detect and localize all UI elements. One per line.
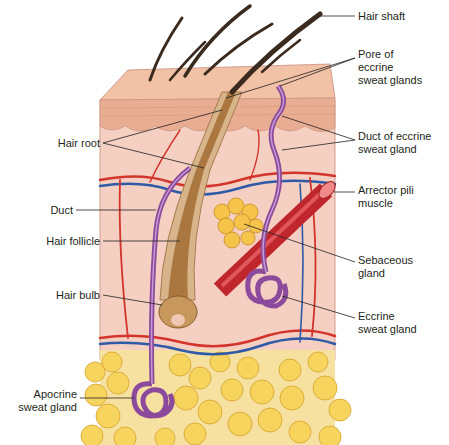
part-label: Arrector pili muscle [358,184,428,210]
part-label: Hair follicle [46,235,100,248]
part-label: Eccrine sweat gland [358,310,424,336]
part-label: Hair bulb [56,289,100,302]
part-label: Hair root [58,137,100,150]
part-label: Duct [50,204,73,217]
part-label: Pore of eccrine sweat glands [358,48,424,87]
part-label: Sebaceous gland [358,254,428,280]
leader-lines [76,16,355,398]
part-label: Hair shaft [358,10,405,23]
part-label: Apocrine sweat gland [11,388,77,414]
part-label: Duct of eccrine sweat gland [358,130,438,156]
